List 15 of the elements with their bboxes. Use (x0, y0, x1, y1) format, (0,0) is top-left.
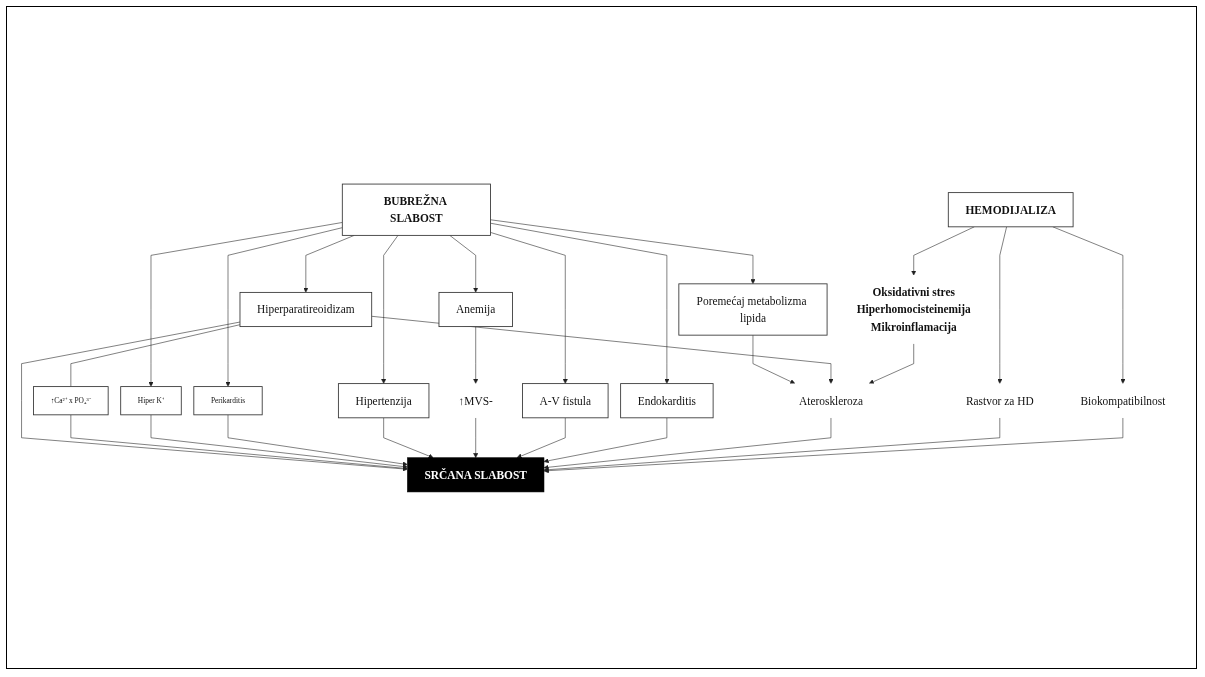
node-box: Hiperparatireoidizam (239, 291, 372, 327)
node-text: Oksidativni stres Hiperhomocisteinemija Mikroinflamacija (856, 285, 971, 333)
node-text: Rastvor za HD (965, 393, 1034, 407)
node-text: ↑MVS- (458, 393, 493, 407)
node-box: Endokarditis (619, 382, 714, 418)
node-box: HEMODIJALIZA (947, 191, 1074, 227)
node-box: Hipertenzija (337, 382, 429, 418)
node-box: SRČANA SLABOST (406, 456, 544, 492)
node-box: Poremećaj metabolizma lipida (677, 282, 827, 336)
node-text: Biokompatibilnost (1079, 393, 1165, 407)
connector (70, 323, 240, 387)
node-box: Anemija (438, 291, 513, 327)
node-text: Ateroskleroza (798, 393, 863, 407)
node-box: A-V fistula (521, 382, 608, 418)
node-box: BUBREŽNA SLABOST (341, 183, 491, 236)
